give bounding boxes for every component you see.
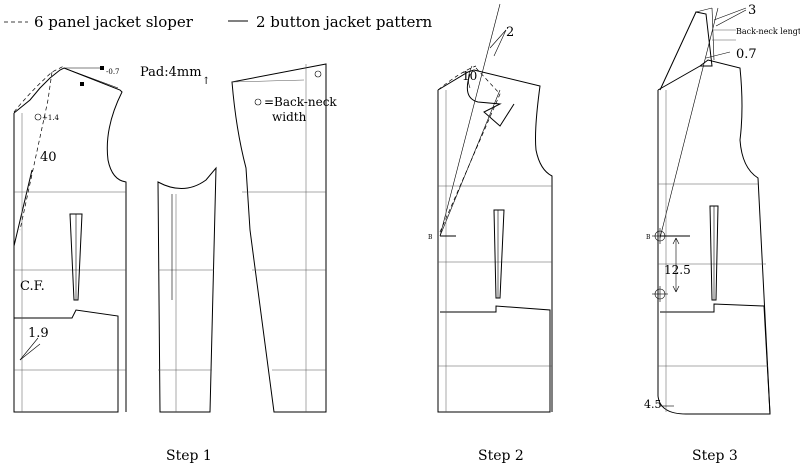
step2-measure-2: 2	[506, 25, 514, 40]
step1-pad-label: Pad:4mm	[140, 65, 202, 80]
step2-measure-10: 10	[462, 69, 477, 83]
legend-sloper-label: 6 panel jacket sloper	[34, 13, 194, 31]
step1-pad-arrow: ↑	[202, 76, 210, 87]
step2-front-panel	[437, 3, 553, 413]
legend-pattern-label: 2 button jacket pattern	[256, 13, 432, 31]
step1-back-neck-label-2: width	[272, 110, 307, 124]
step3-measure-125: 12.5	[664, 263, 691, 277]
step3-front-panel	[652, 7, 771, 415]
step1-front-panel	[13, 65, 127, 413]
step3-b-label: B	[646, 234, 651, 241]
step2-label: Step 2	[478, 448, 524, 464]
step1-back-neck-label: =Back-neck	[264, 95, 337, 109]
step1-cf-label: C.F.	[20, 279, 45, 294]
step1-label: Step 1	[166, 448, 212, 464]
step1-measure-40: 40	[40, 150, 57, 165]
step3-measure-07: 0.7	[736, 47, 757, 62]
step3-measure-3: 3	[748, 3, 756, 18]
step3-label: Step 3	[692, 448, 738, 464]
step3-back-neck-length-label: Back-neck length	[736, 27, 800, 36]
step1-measure-neg07: -0.7	[106, 68, 120, 76]
step2-b-label: B	[428, 234, 433, 241]
step1-measure-14: +1.4	[42, 114, 60, 122]
step1-back-panel	[231, 63, 327, 413]
step1-side-panel	[157, 166, 217, 413]
step3-measure-45: 4.5	[644, 398, 662, 411]
step1-measure-19: 1.9	[28, 326, 49, 341]
